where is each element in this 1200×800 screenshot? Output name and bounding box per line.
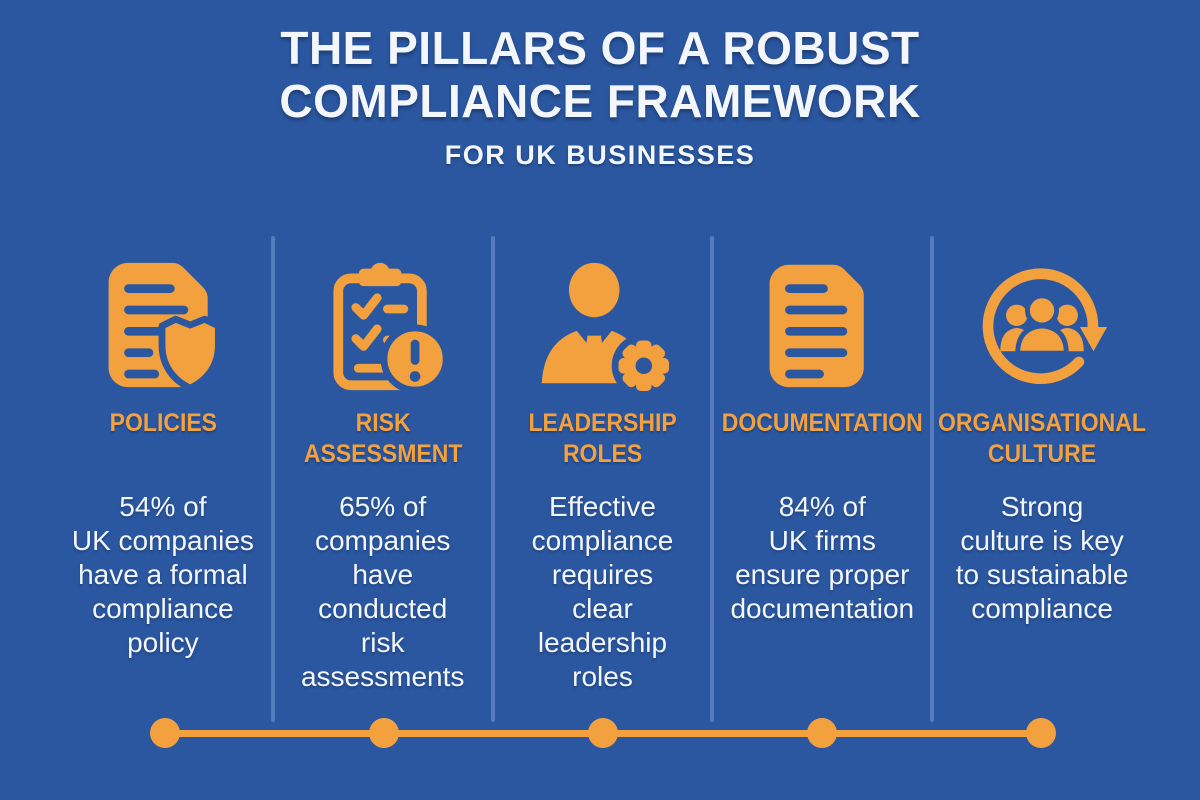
column-divider (490, 236, 495, 722)
timeline-dot (368, 718, 399, 748)
pillar-documentation: DOCUMENTATION 84% of UK firms ensure pro… (714, 236, 930, 722)
risk-clipboard-alert-icon (315, 236, 451, 404)
title-line-2: COMPLIANCE FRAMEWORK (279, 75, 921, 127)
pillar-organisational-culture: ORGANISATIONAL CULTURE Strong culture is… (934, 236, 1150, 722)
timeline-dot (587, 718, 618, 748)
column-divider (710, 236, 715, 722)
pillar-description: 84% of UK firms ensure proper documentat… (730, 491, 915, 624)
pillar-risk-assessment: RISK ASSESSMENT 65% of companies have co… (275, 236, 491, 722)
pillar-label: POLICIES (109, 409, 217, 437)
timeline (55, 717, 1150, 749)
column-divider (930, 236, 935, 722)
column-divider (270, 236, 275, 722)
pillar-label: DOCUMENTATION (721, 409, 923, 437)
header: THE PILLARS OF A ROBUST COMPLIANCE FRAME… (0, 22, 1200, 171)
pillar-label: RISK ASSESSMENT (303, 409, 462, 468)
documentation-file-icon (754, 236, 890, 404)
pillar-policies: POLICIES 54% of UK companies have a form… (55, 236, 271, 722)
pillar-label: ORGANISATIONAL CULTURE (938, 409, 1147, 468)
pillar-description: 65% of companies have conducted risk ass… (300, 491, 465, 692)
pillar-leadership-roles: LEADERSHIP ROLES Effective compliance re… (495, 236, 711, 722)
leadership-person-gear-icon (534, 236, 671, 404)
timeline-dot (806, 718, 837, 748)
timeline-dot (1025, 718, 1056, 748)
pillar-label: LEADERSHIP ROLES (528, 409, 677, 468)
title-line-1: THE PILLARS OF A ROBUST (280, 22, 920, 74)
pillars-row: POLICIES 54% of UK companies have a form… (55, 236, 1150, 722)
policy-document-shield-icon (95, 236, 231, 404)
pillar-description: Effective compliance requires clear lead… (531, 491, 674, 692)
timeline-dot (149, 718, 180, 748)
subtitle: FOR UK BUSINESSES (444, 140, 756, 170)
organisational-culture-people-cycle-icon (974, 236, 1110, 404)
pillar-description: Strong culture is key to sustainable com… (955, 491, 1129, 624)
pillar-description: 54% of UK companies have a formal compli… (71, 491, 254, 658)
